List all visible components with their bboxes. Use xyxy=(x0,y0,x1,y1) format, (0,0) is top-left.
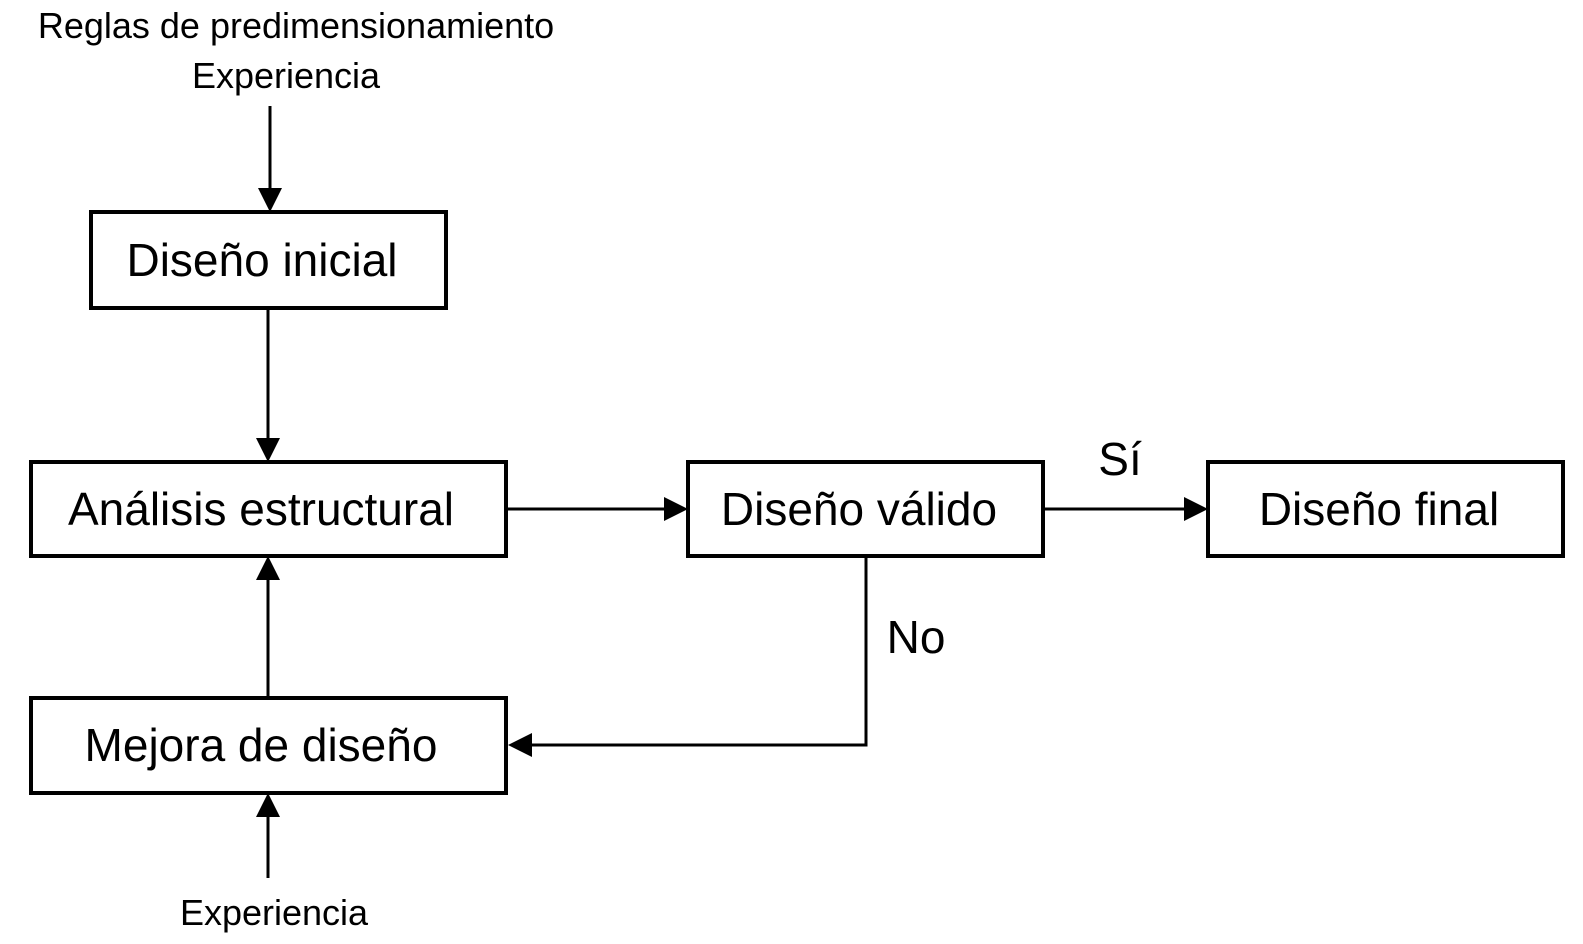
arrow-valid-to-improve xyxy=(508,556,868,757)
arrow-experience-to-improve xyxy=(256,793,280,878)
input-label-experience-top: Experiencia xyxy=(192,55,381,96)
box-valid-design: Diseño válido xyxy=(686,460,1045,558)
input-label-experience-bottom: Experiencia xyxy=(180,892,369,933)
box-structural-analysis-label: Análisis estructural xyxy=(68,483,454,535)
arrow-initial-to-analysis xyxy=(256,308,280,462)
arrow-valid-to-final xyxy=(1043,497,1208,521)
edge-label-yes: Sí xyxy=(1098,433,1142,485)
arrow-inputs-to-initial xyxy=(258,106,282,212)
arrow-improve-to-analysis xyxy=(256,556,280,698)
box-initial-design-label: Diseño inicial xyxy=(126,234,397,286)
box-final-design-label: Diseño final xyxy=(1259,483,1499,535)
input-label-rules: Reglas de predimensionamiento xyxy=(38,5,554,46)
edge-label-no: No xyxy=(887,611,946,663)
arrow-analysis-to-valid xyxy=(506,497,688,521)
box-design-improvement-label: Mejora de diseño xyxy=(85,719,438,771)
box-final-design: Diseño final xyxy=(1206,460,1565,558)
box-initial-design: Diseño inicial xyxy=(89,210,448,310)
box-valid-design-label: Diseño válido xyxy=(721,483,997,535)
box-structural-analysis: Análisis estructural xyxy=(29,460,508,558)
box-design-improvement: Mejora de diseño xyxy=(29,696,508,795)
